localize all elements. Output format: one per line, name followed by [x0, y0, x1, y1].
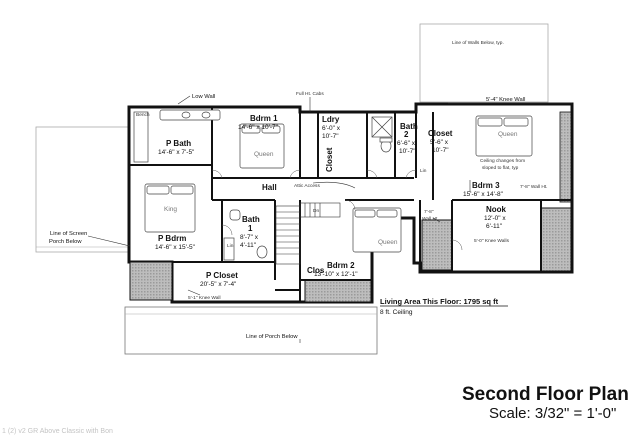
note-attic-access: Attic Access: [294, 183, 320, 189]
knee-zone-left: [129, 261, 173, 301]
living-area-label: Living Area This Floor: 1795 sq ft: [380, 297, 499, 306]
leader-lines: [87, 95, 471, 343]
nook-name: Nook: [486, 205, 507, 214]
p-closet-name: P Closet: [206, 271, 238, 280]
ceiling-height-label: 8 ft. Ceiling: [380, 309, 413, 316]
note-knee-wall-51: 5'-1" Knee Wall: [188, 295, 221, 301]
bath1-name: Bath: [242, 215, 260, 224]
p-bdrm-name: P Bdrm: [158, 234, 186, 243]
bdrm2-bed: Queen: [378, 239, 398, 246]
bdrm2-dims: 13'-10" x 12'-1": [314, 271, 358, 278]
clos-name: Clos: [307, 266, 325, 275]
closet-top-dims1: 5'-6" x: [430, 139, 449, 146]
note-knee-wall-54: 5'-4" Knee Wall: [486, 97, 525, 103]
p-bath-dims: 14'-6" x 7'-5": [158, 149, 195, 156]
hall-name: Hall: [262, 183, 277, 192]
note-line-of-walls-below: Line of Walls Below, typ.: [452, 40, 504, 46]
note-wall-ht-left-1: 7'-8": [424, 209, 434, 215]
bdrm3-bed: Queen: [498, 131, 518, 138]
p-bdrm-bed: King: [164, 206, 177, 213]
front-porch-outline: [124, 306, 378, 355]
bath2-dims1: 6'-6" x: [397, 140, 416, 147]
bath2-dims2: 10'-7": [399, 148, 416, 155]
bdrm3-dims: 15'-6" x 14'-8": [463, 191, 504, 198]
ldry-dims1: 6'-0" x: [322, 125, 341, 132]
bath1-dims2: 4'-11": [240, 242, 257, 249]
closet-vertical-name: Closet: [325, 147, 334, 172]
p-bath-name: P Bath: [166, 139, 191, 148]
bath2-num: 2: [404, 130, 409, 139]
note-ceiling-changes-1: Ceiling changes from: [480, 158, 525, 164]
note-dn: Dn: [313, 208, 319, 214]
upper-right-walls-below: [419, 23, 549, 103]
note-low-wall: Low Wall: [192, 94, 215, 100]
note-wall-ht-left-2: Wall Ht.: [422, 216, 439, 222]
page-title: Second Floor Plan: [462, 384, 629, 405]
bdrm1-name: Bdrm 1: [250, 114, 278, 123]
bdrm1-dims: 14'-6" x 10'-7": [238, 124, 279, 131]
fixtures: [133, 109, 533, 261]
nook-dims2: 6'-11": [486, 223, 503, 230]
knee-zone-right-top: [559, 111, 572, 203]
knee-zone-right-low: [540, 207, 572, 272]
bath2-name: Bath: [400, 122, 418, 131]
note-screen-porch-1: Line of Screen: [50, 231, 87, 237]
note-bench: Bench: [136, 112, 150, 118]
p-closet-dims: 20'-5" x 7'-4": [200, 281, 237, 288]
knee-zone-right-mid: [421, 219, 453, 271]
note-lin-bath1: Lin: [227, 243, 234, 249]
closet-top-dims2: 10'-7": [432, 147, 449, 154]
note-lin-upper: Lin: [420, 168, 427, 174]
watermark-text: 1 (2) v2 GR Above Classic with Bon: [2, 428, 113, 435]
closet-top-name: Closet: [428, 129, 453, 138]
bdrm1-bed: Queen: [254, 151, 274, 158]
note-knee-walls-50: 5'-0" Knee Walls: [474, 238, 510, 244]
note-screen-porch-2: Porch Below: [49, 239, 82, 245]
nook-dims1: 12'-0" x: [484, 215, 506, 222]
note-wall-ht-right: 7'-8" Wall Ht.: [520, 184, 548, 190]
note-full-ht-cabs: Full Ht. Cabs: [296, 91, 324, 97]
bdrm2-name: Bdrm 2: [327, 261, 355, 270]
p-bdrm-dims: 14'-6" x 15'-5": [155, 244, 196, 251]
bath1-dims1: 8'-7" x: [240, 234, 259, 241]
ldry-dims2: 10'-7": [322, 133, 339, 140]
note-porch-below: Line of Porch Below: [246, 334, 298, 340]
bath1-num: 1: [248, 224, 253, 233]
note-ceiling-changes-2: sloped to flat, typ: [482, 165, 519, 171]
stairs: [275, 202, 341, 265]
ldry-name: Ldry: [322, 115, 340, 124]
knee-zone-bottom: [304, 279, 372, 303]
scale-label: Scale: 3/32" = 1'-0": [489, 405, 617, 422]
bdrm3-name: Bdrm 3: [472, 181, 500, 190]
interior-walls: [129, 104, 572, 302]
door-swings: [211, 169, 463, 251]
